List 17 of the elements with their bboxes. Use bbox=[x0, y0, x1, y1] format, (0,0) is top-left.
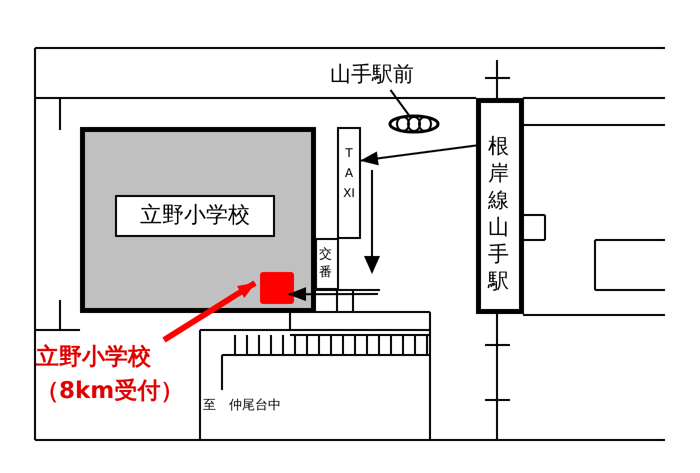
police-box bbox=[315, 238, 339, 290]
station-building bbox=[476, 98, 524, 314]
taxi-text: TAXI bbox=[343, 145, 355, 202]
arrow bbox=[360, 144, 476, 166]
arrow bbox=[288, 287, 378, 302]
arrow bbox=[162, 280, 257, 343]
reception-marker bbox=[260, 272, 294, 304]
bus-stop-icon bbox=[388, 114, 440, 134]
direction-note: 至 仲尾台中 bbox=[203, 396, 281, 414]
leader-line bbox=[390, 89, 410, 116]
school-building bbox=[80, 127, 316, 313]
stop-name: 山手駅前 bbox=[330, 61, 414, 88]
reception-text: 立野小学校（8km受付） bbox=[36, 343, 184, 406]
school-name: 立野小学校 bbox=[115, 195, 275, 237]
police-box-text: 交番 bbox=[319, 246, 333, 282]
taxi-stand bbox=[337, 127, 361, 239]
station-name: 根岸線山手駅 bbox=[488, 133, 510, 295]
